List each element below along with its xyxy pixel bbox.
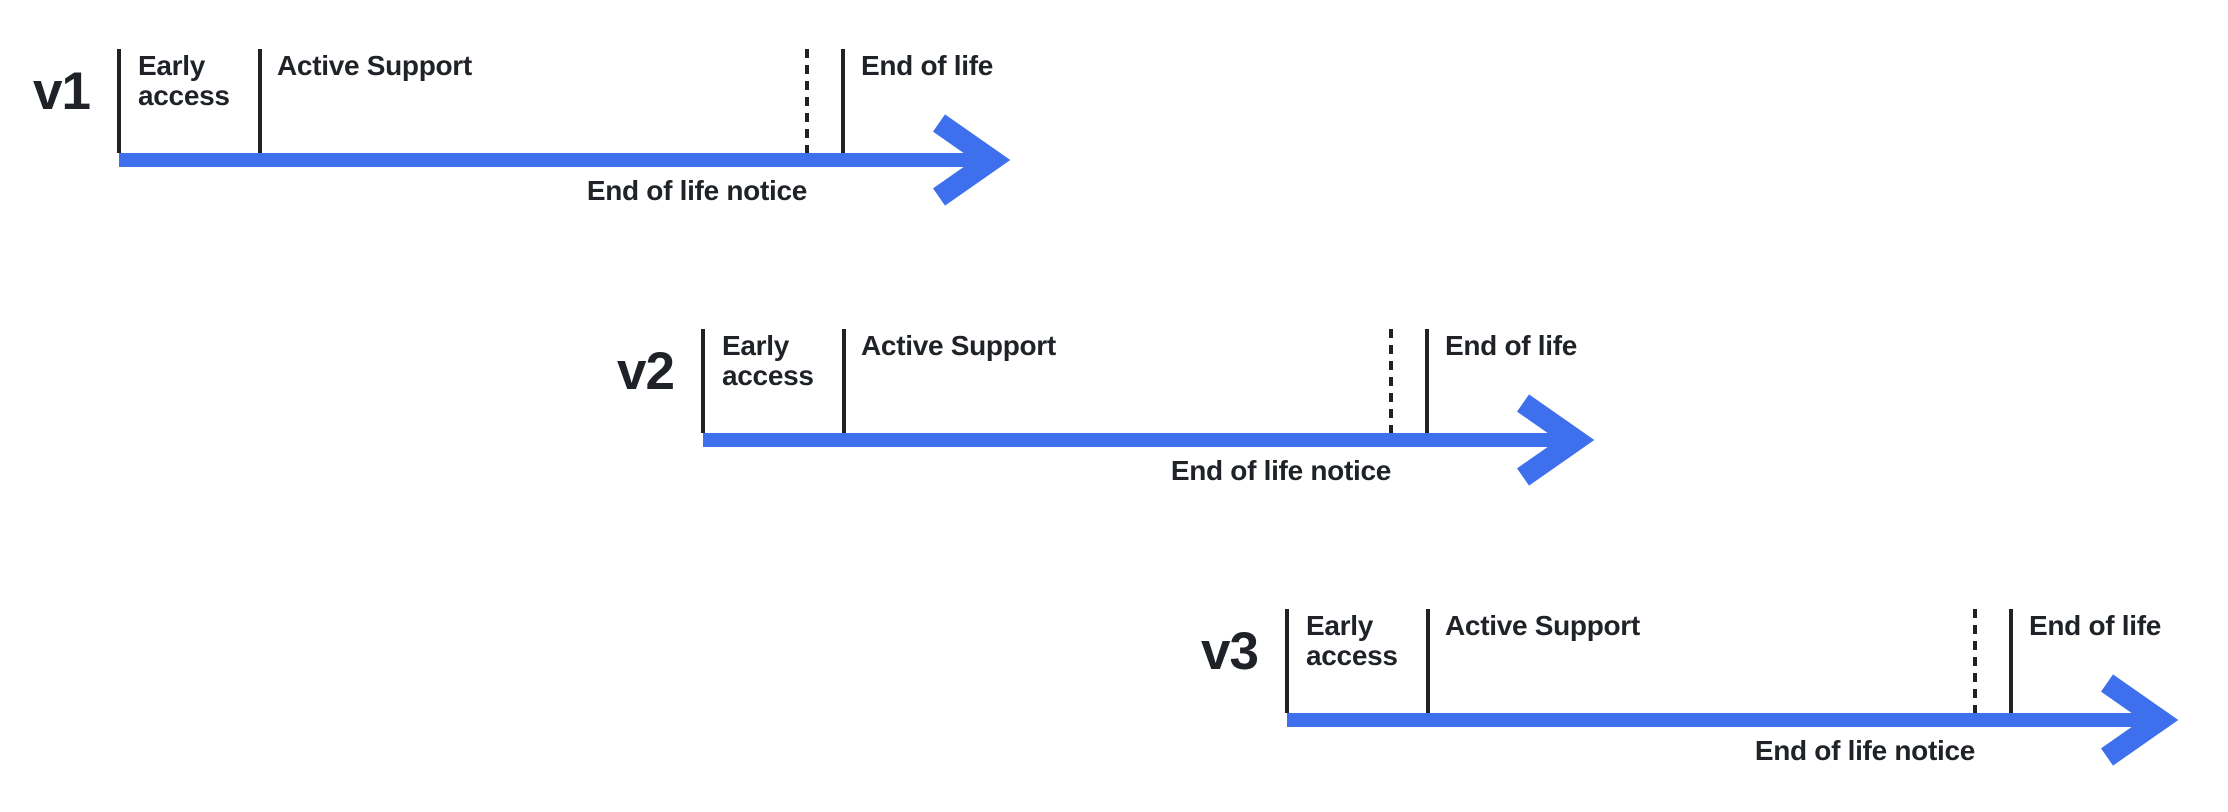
end-of-life-label: End of life [2029,610,2162,641]
version-label: v3 [1201,622,1259,681]
timeline-arrow-shaft [1287,713,2143,727]
timeline-arrow-shaft [703,433,1559,447]
active-support-label: Active Support [277,50,472,81]
version-label: v1 [33,62,91,121]
early-access-label: Early access [138,50,230,111]
version-label: v2 [617,342,675,401]
timeline-arrow-head [932,114,1011,206]
timeline-graphic [701,329,1595,486]
active-support-label: Active Support [861,330,1056,361]
end-of-life-notice-label: End of life notice [586,175,807,206]
timeline-graphic [1285,609,2179,766]
timeline-graphic [117,49,1011,206]
timeline-arrow-head [2100,674,2179,766]
early-access-label: Early access [1306,610,1398,671]
timeline-arrow-shaft [119,153,975,167]
active-support-label: Active Support [1445,610,1640,641]
end-of-life-label: End of life [1445,330,1578,361]
timeline-arrow-head [1516,394,1595,486]
early-access-label: Early access [722,330,814,391]
end-of-life-notice-label: End of life notice [1754,735,1975,766]
end-of-life-label: End of life [861,50,994,81]
end-of-life-notice-label: End of life notice [1170,455,1391,486]
